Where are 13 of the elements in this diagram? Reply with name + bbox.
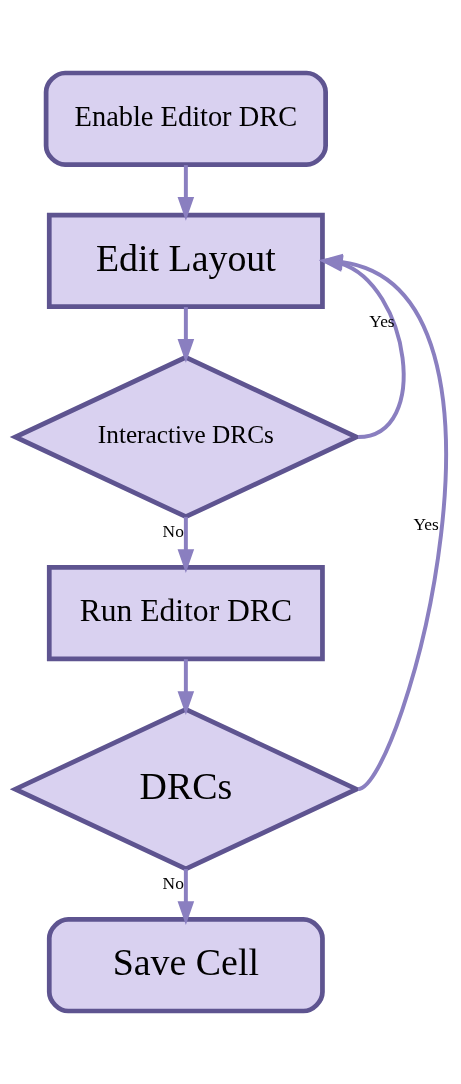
edge-label: Yes [368,312,395,332]
edge-label: Yes [412,514,439,534]
arrow [177,165,194,221]
node-box: Run Editor DRC [46,564,325,662]
node-box: Edit Layout [46,212,325,310]
node-box: Enable Editor DRC [43,70,328,167]
arrow [177,307,194,363]
arrow [177,869,194,926]
edge-label: No [162,873,184,893]
node-box: Save Cell [46,917,325,1014]
arrow [177,516,194,573]
edge-label: No [162,521,184,541]
arrow [177,659,194,715]
